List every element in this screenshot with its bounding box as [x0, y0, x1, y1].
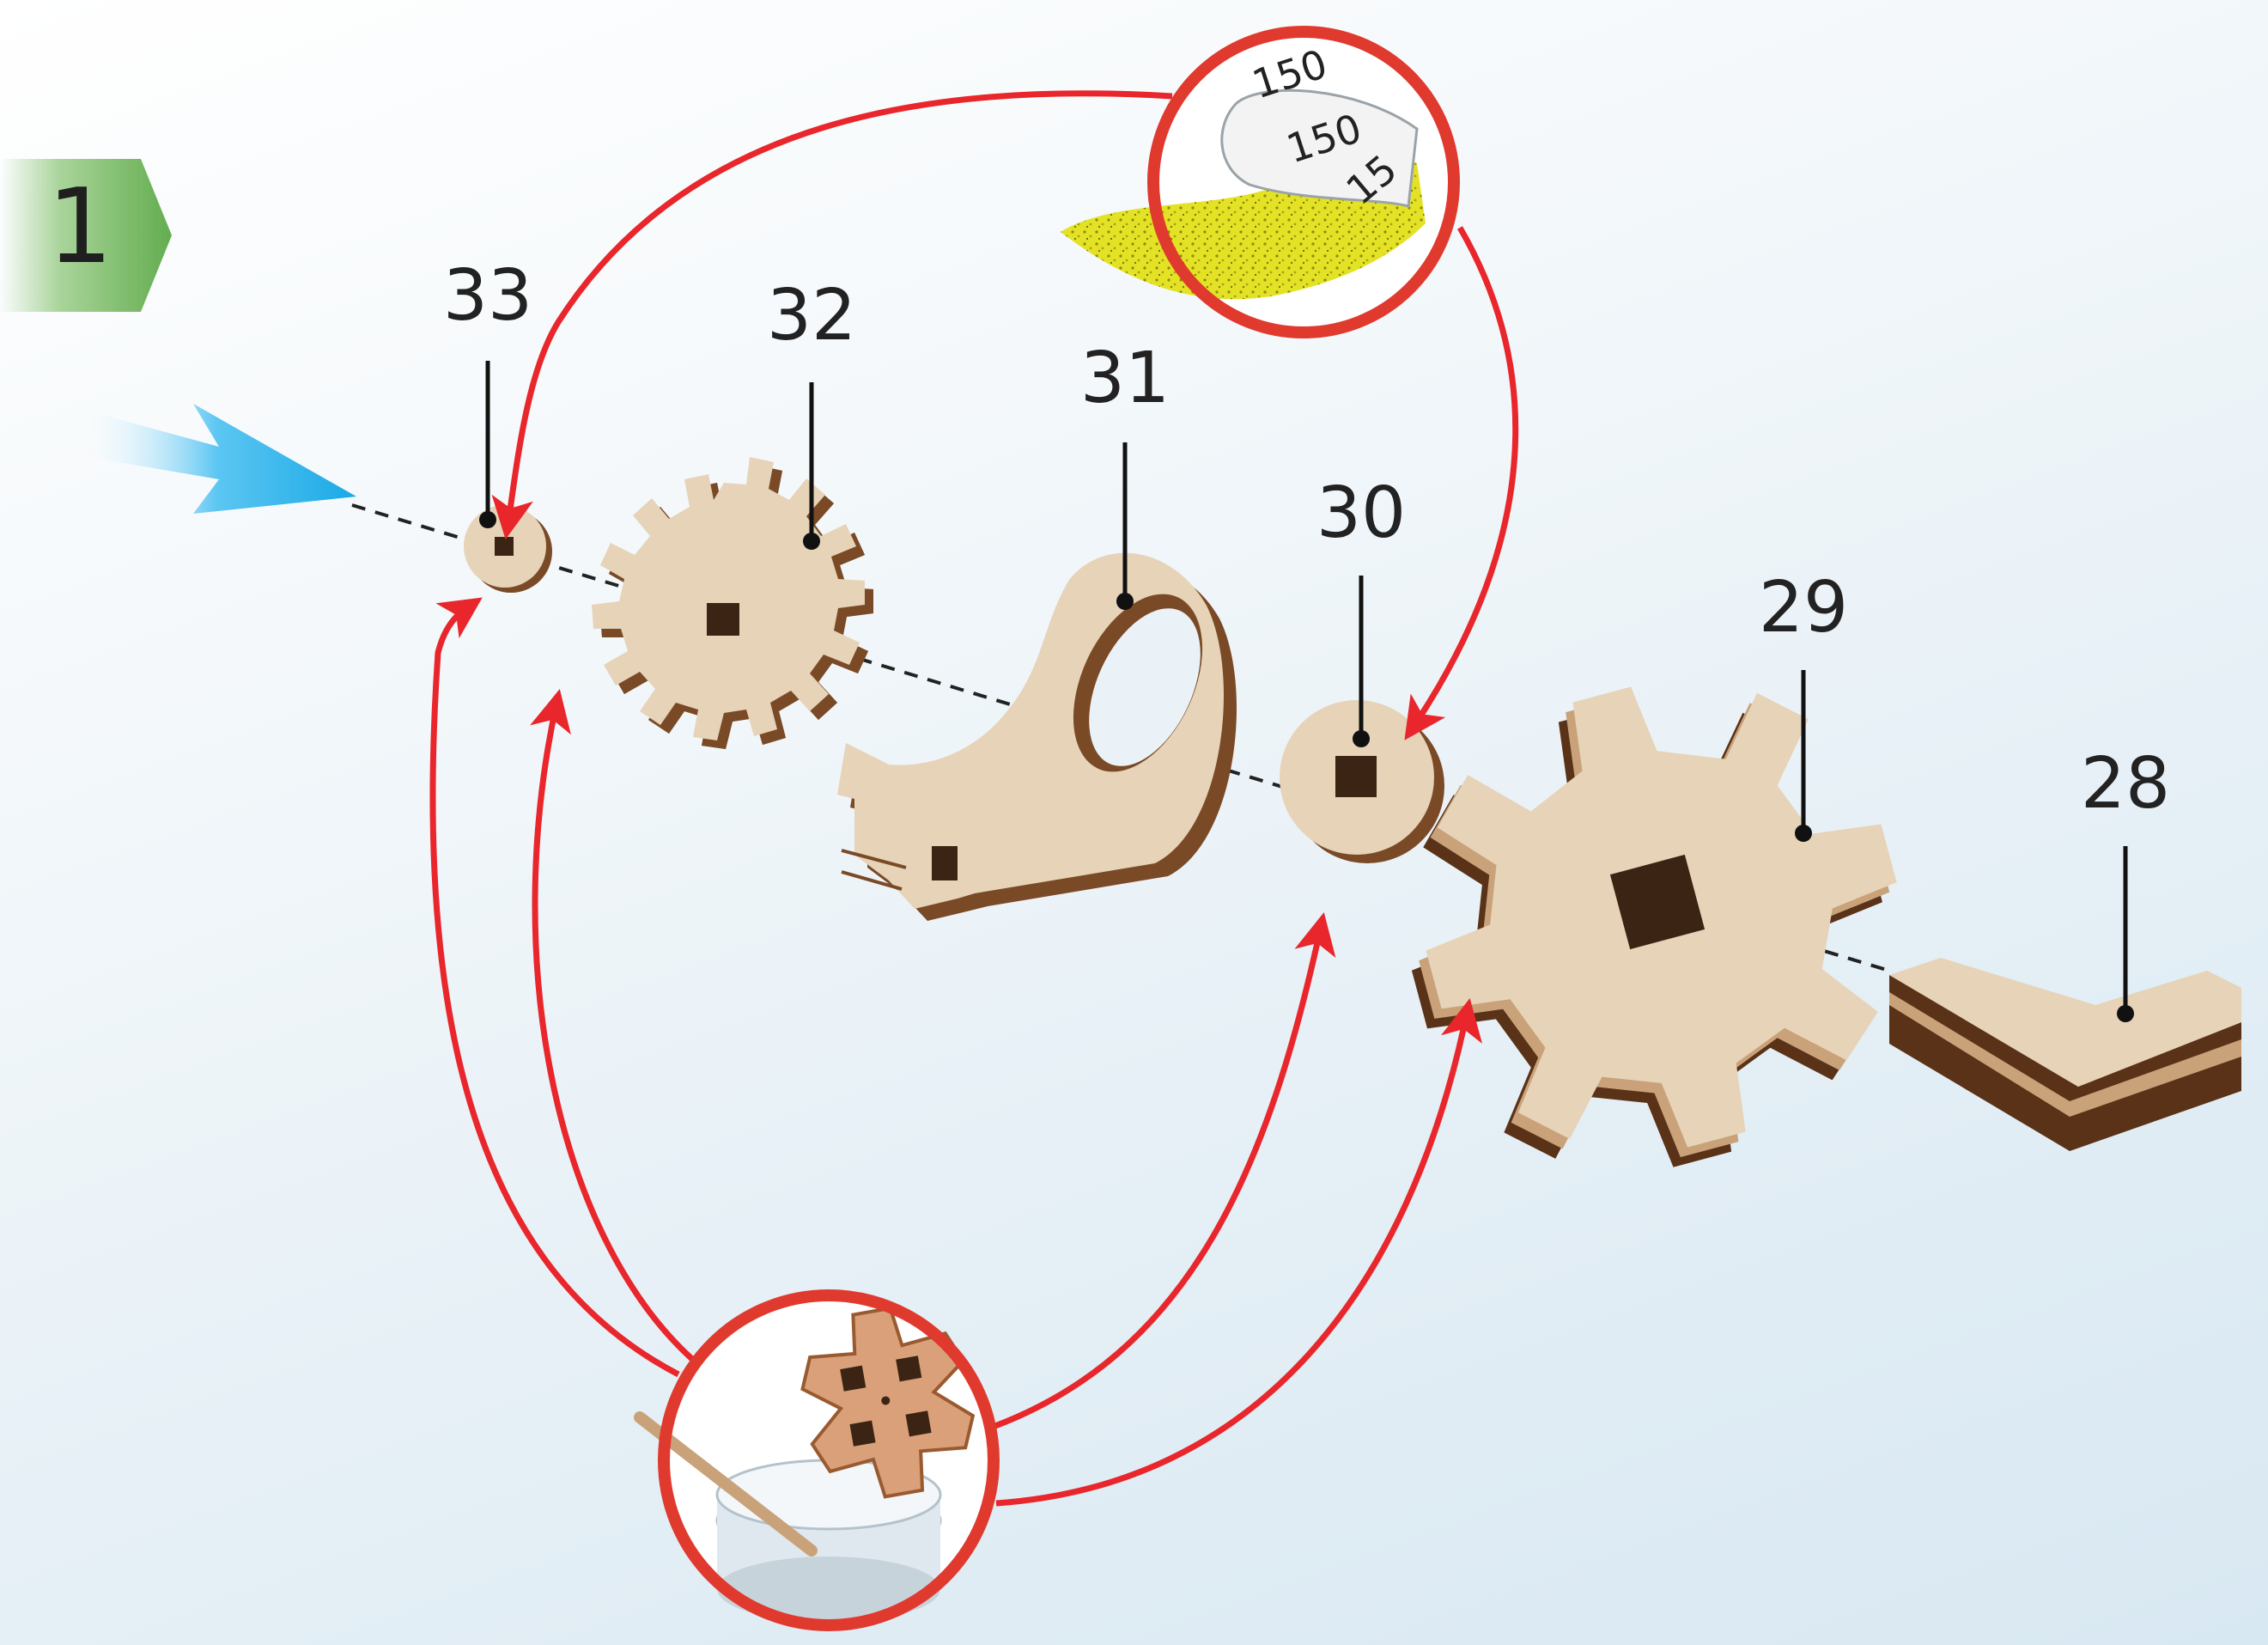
part-label-29: 29: [1759, 567, 1848, 649]
part-28-handle: [1889, 958, 2241, 1151]
part-29-gear: [1355, 633, 1953, 1219]
part-label-31: 31: [1080, 338, 1170, 419]
part-31-lever: [837, 553, 1237, 921]
blue-arrow-icon: [77, 404, 356, 514]
part-label-28: 28: [2081, 743, 2170, 825]
part-label-32: 32: [767, 275, 856, 356]
part-label-33: 33: [443, 255, 532, 337]
part-label-30: 30: [1316, 472, 1406, 554]
sandpaper-icon: 150 150 15: [1061, 32, 1454, 332]
part-32-gear: [592, 457, 873, 749]
wax-candle-icon: [640, 1295, 994, 1625]
